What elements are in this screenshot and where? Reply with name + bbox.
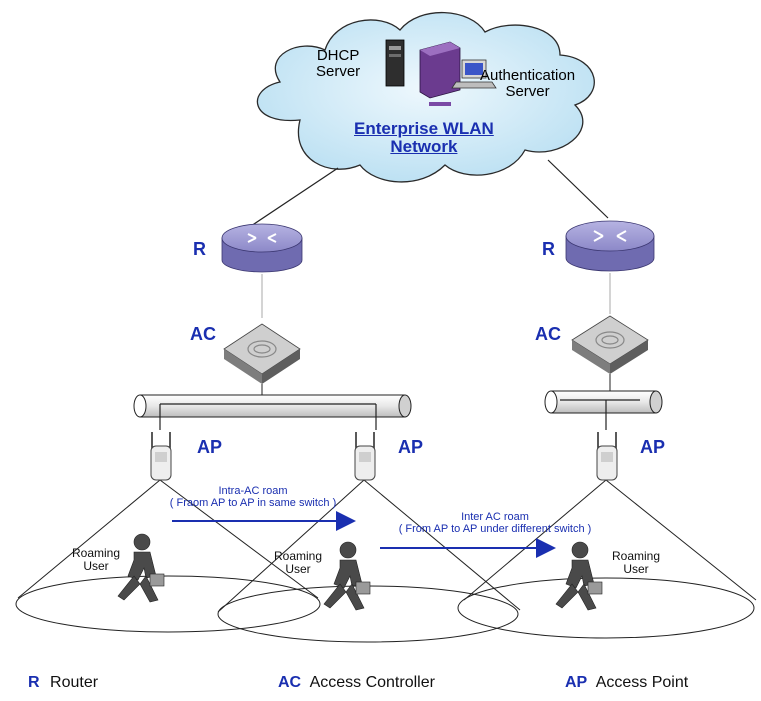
user3-line2: User (623, 561, 649, 576)
inter-line1: Inter AC roam (461, 511, 529, 523)
access-point-3-icon (596, 432, 618, 481)
intra-line1: Intra-AC roam (218, 485, 288, 497)
link-cloud-router-right (547, 159, 609, 219)
network-line1: Enterprise WLAN (354, 119, 494, 138)
switch-bus-right (544, 390, 663, 430)
auth-line1: Authentication (480, 67, 576, 84)
authentication-server-label: Authentication Server (480, 68, 575, 100)
legend-router-abbr: R (28, 674, 40, 691)
ac-left-label: AC (190, 324, 216, 344)
dhcp-server-label: DHCP Server (316, 48, 360, 80)
access-point-2-icon (354, 432, 376, 481)
router-right-label: R (542, 239, 555, 259)
ap3-label: AP (640, 437, 666, 457)
router-right-icon (565, 220, 655, 272)
legend-ap-text: Access Point (595, 674, 689, 691)
user1-line1: Roaming (72, 546, 121, 560)
legend-ac: AC Access Controller (278, 674, 435, 692)
router-left-icon (221, 223, 303, 273)
user2-line1: Roaming (274, 549, 323, 563)
ap1-label: AP (197, 437, 223, 457)
access-controller-right-icon (571, 315, 649, 374)
network-line2: Network (390, 136, 458, 156)
intra-line2: ( Fraom AP to AP in same switch ) (169, 496, 337, 509)
access-controller-left-icon (223, 323, 301, 384)
intra-ac-roam-label: Intra-AC roam ( Fraom AP to AP in same s… (136, 485, 370, 509)
roaming-user-2-label: Roaming User (274, 550, 322, 575)
inter-ac-roam-label: Inter AC roam ( From AP to AP under diff… (358, 511, 632, 535)
dhcp-line2: Server (316, 62, 361, 80)
roaming-user-3-label: Roaming User (612, 550, 660, 575)
access-point-1-icon (150, 432, 172, 481)
roaming-user-1-label: Roaming User (72, 547, 120, 572)
user1-line2: User (83, 558, 109, 573)
server-tower-icon (419, 41, 461, 106)
user3-line1: Roaming (612, 549, 661, 563)
legend-ap: AP Access Point (565, 674, 689, 692)
legend-router: R Router (28, 674, 99, 692)
link-cloud-router-left (247, 167, 339, 229)
inter-line2: ( From AP to AP under different switch ) (398, 522, 592, 535)
roaming-user-2-icon (323, 541, 371, 611)
router-left-label: R (193, 239, 206, 259)
roaming-user-3-icon (555, 541, 603, 611)
legend-ap-abbr: AP (565, 674, 588, 691)
legend-ac-text: Access Controller (309, 674, 435, 691)
dhcp-server-icon (385, 39, 405, 87)
switch-bus-left (133, 394, 412, 430)
coverage-cone-left (15, 479, 321, 633)
coverage-cone-right (457, 479, 757, 639)
enterprise-cloud (256, 11, 595, 183)
authentication-server-icon (451, 59, 497, 89)
roaming-user-1-icon (117, 533, 165, 603)
legend-router-text: Router (50, 674, 99, 691)
ap2-label: AP (398, 437, 424, 457)
auth-line2: Server (505, 82, 550, 100)
enterprise-network-label: Enterprise WLAN Network (354, 120, 494, 156)
user2-line2: User (285, 561, 311, 576)
ac-right-label: AC (535, 324, 561, 344)
dhcp-line1: DHCP (316, 47, 360, 64)
legend-ac-abbr: AC (278, 674, 302, 691)
